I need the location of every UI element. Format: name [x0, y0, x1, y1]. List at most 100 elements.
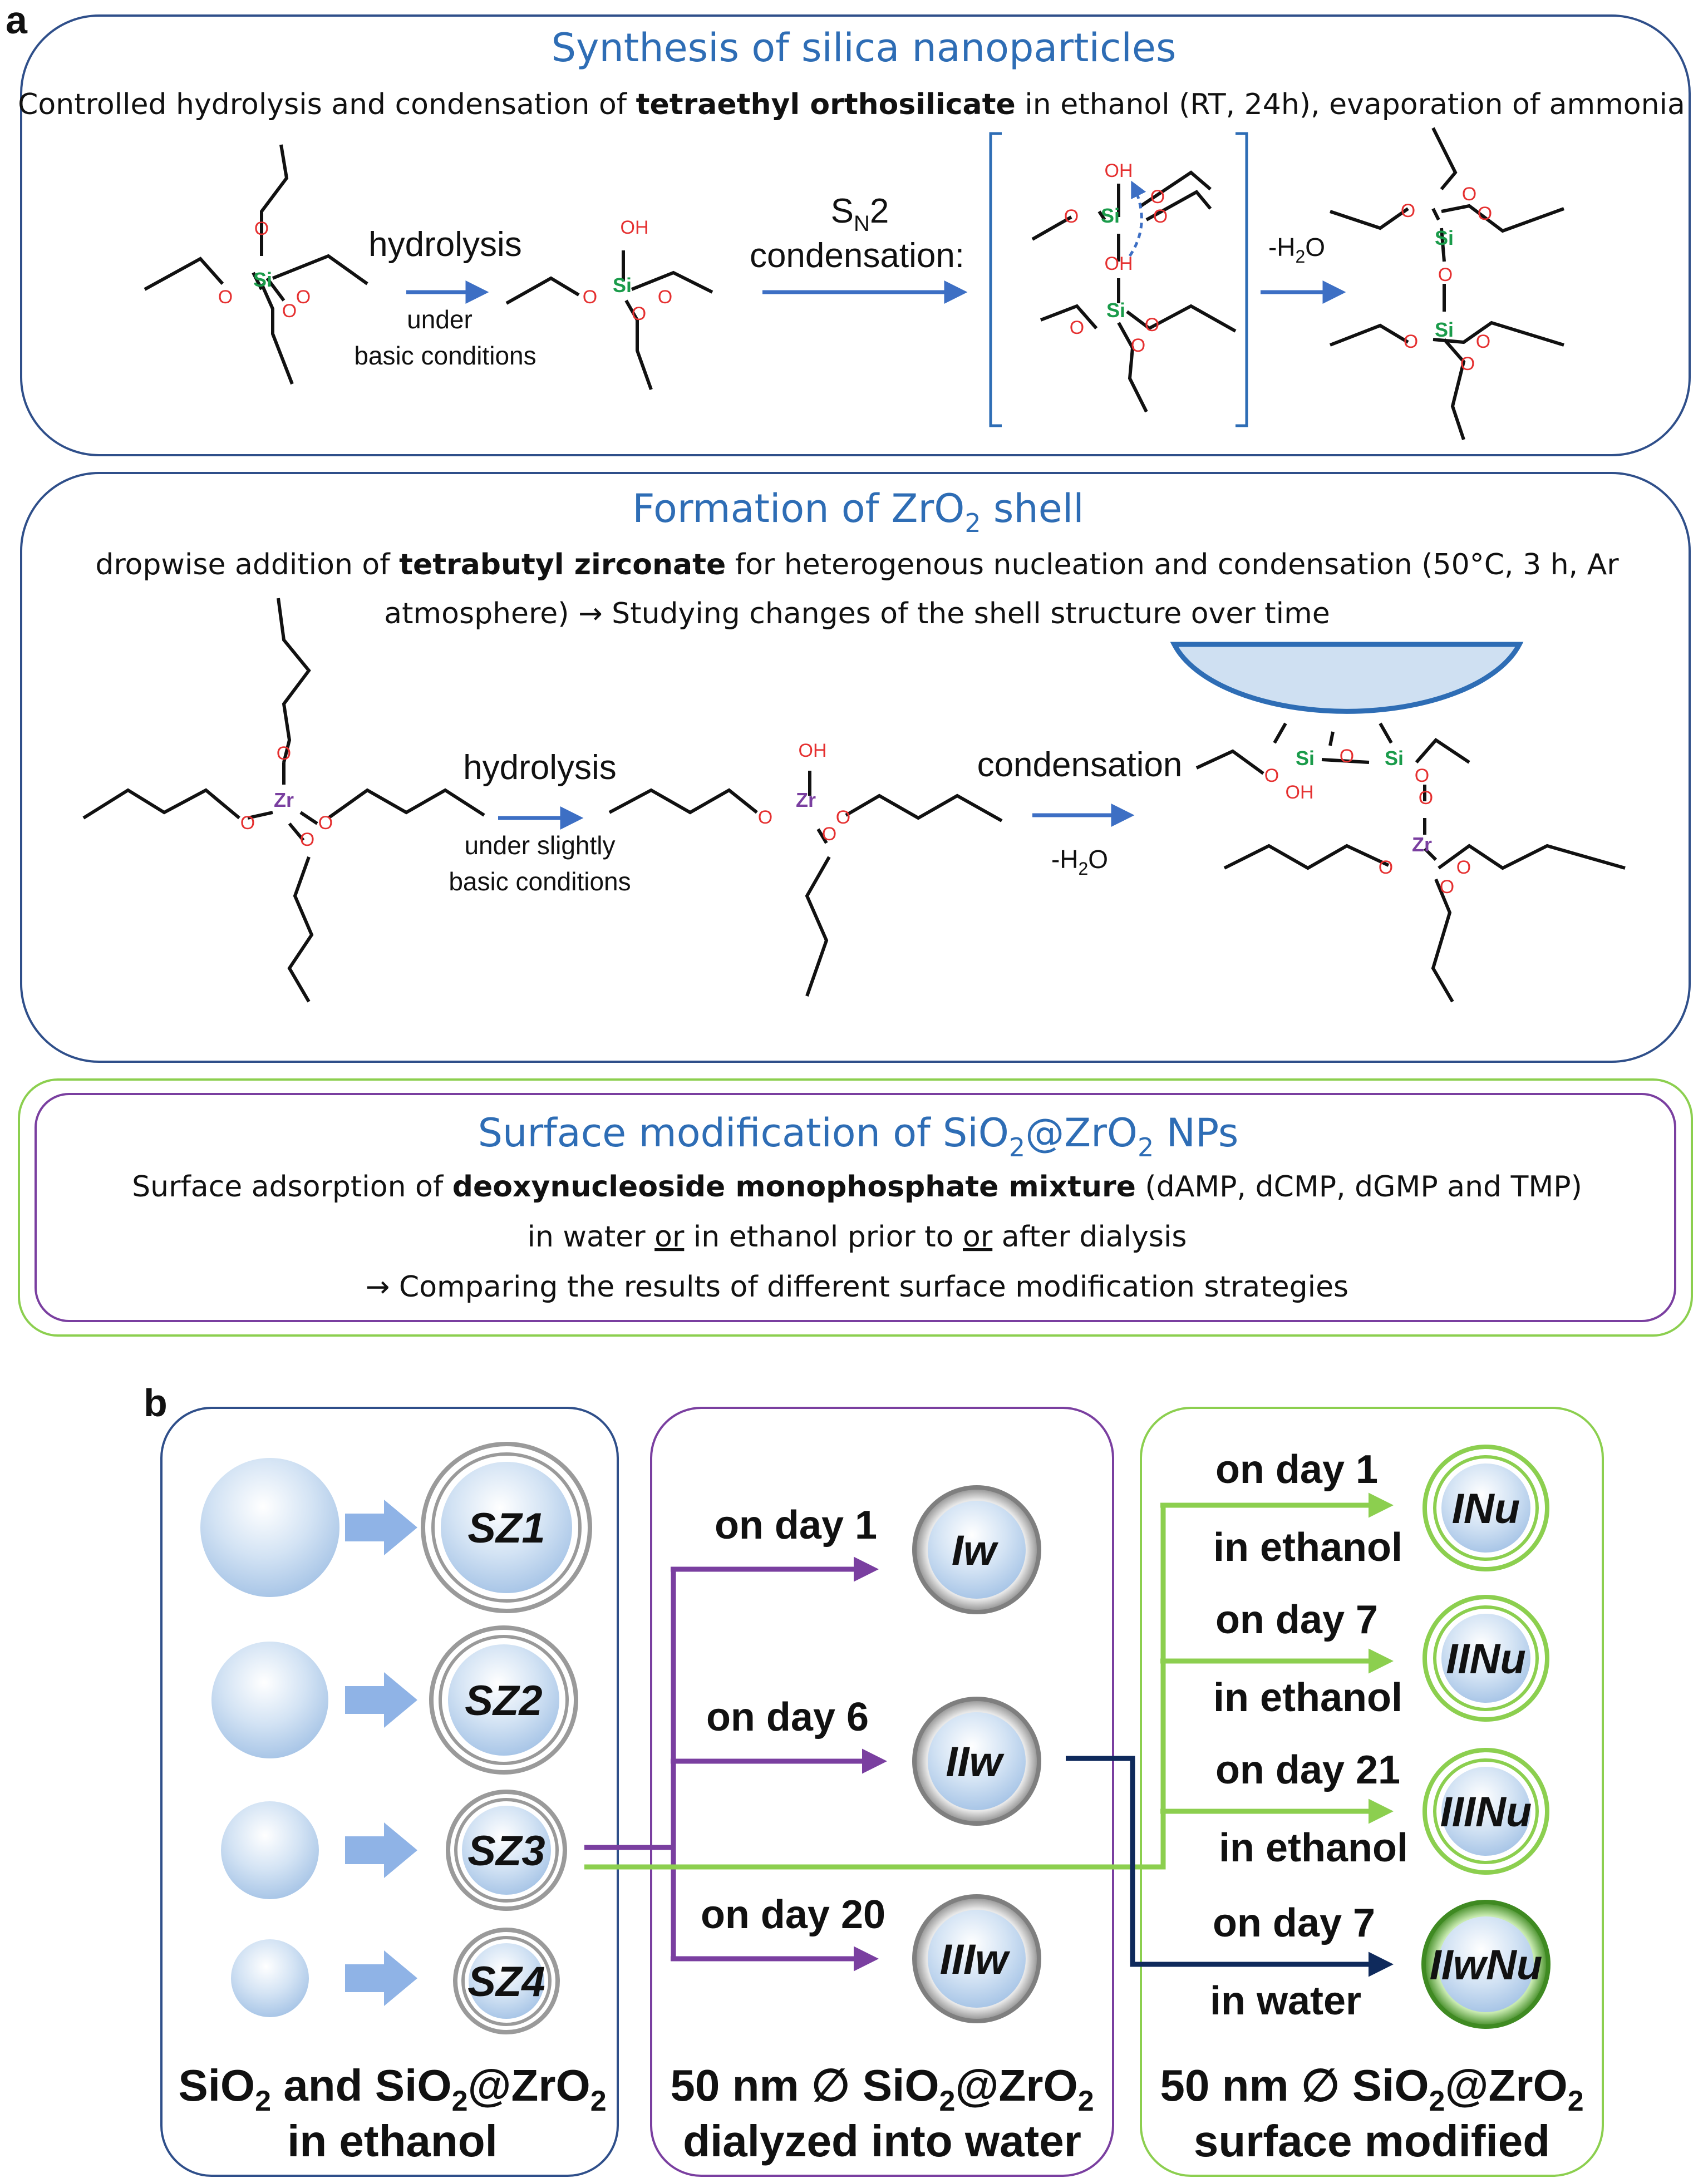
svg-text:O: O: [218, 287, 233, 308]
dialysis-arrows: [584, 1556, 887, 1972]
svg-text:O: O: [1460, 353, 1475, 374]
particle-sz4: SZ4: [467, 1958, 545, 2005]
col1-box: [160, 1407, 619, 2177]
svg-text:Si: Si: [1106, 299, 1125, 322]
col2-footer-line1: 50 nm ∅ SiO2@ZrO2: [670, 2061, 1094, 2117]
silica-surface: [1170, 642, 1524, 714]
col1-footer-line1: SiO2 and SiO2@ZrO2: [178, 2061, 606, 2117]
svg-text:O: O: [1401, 200, 1415, 221]
svg-text:O: O: [240, 812, 255, 834]
svg-text:O: O: [822, 824, 836, 845]
svg-text:O: O: [836, 807, 850, 828]
col3-label-day1: on day 1: [1215, 1447, 1378, 1492]
box1-description: Controlled hydrolysis and condensation o…: [18, 88, 1685, 121]
box3-line2: in water or in ethanol prior to or after…: [528, 1220, 1187, 1254]
col2-footer-line2: dialyzed into water: [683, 2116, 1081, 2166]
svg-text:O: O: [1064, 206, 1079, 227]
condensation-label-2: condensation: [977, 746, 1183, 784]
box3-line1: Surface adsorption of deoxynucleoside mo…: [132, 1170, 1582, 1204]
svg-text:O: O: [1404, 331, 1418, 352]
ethanol-modification-arrows: [584, 1492, 1394, 1870]
col2-box: [650, 1407, 1114, 2177]
col1-footer-line2: in ethanol: [287, 2116, 498, 2166]
box1-title: Synthesis of silica nanoparticles: [552, 25, 1177, 71]
svg-text:Si: Si: [1435, 226, 1454, 249]
svg-text:O: O: [1340, 746, 1354, 767]
svg-text:O: O: [1131, 335, 1145, 356]
box-surface-modification-inner: [35, 1093, 1676, 1322]
col1-particles: [200, 1442, 592, 2034]
col3-label-ethanol1: in ethanol: [1213, 1525, 1402, 1570]
svg-text:OH: OH: [1105, 253, 1133, 274]
col2-label-day1: on day 1: [715, 1503, 877, 1548]
particle-sz3: SZ3: [467, 1827, 545, 1875]
svg-text:O: O: [658, 287, 672, 308]
under-label: under: [407, 305, 472, 334]
col3-footer-line2: surface modified: [1194, 2116, 1550, 2166]
svg-text:O: O: [1462, 184, 1476, 205]
box-silica-synthesis: [20, 14, 1691, 456]
particle-sz2: SZ2: [465, 1677, 542, 1724]
svg-text:Si: Si: [1385, 747, 1404, 770]
svg-text:O: O: [1153, 206, 1168, 227]
svg-text:OH: OH: [1286, 782, 1314, 803]
svg-text:OH: OH: [621, 217, 649, 238]
svg-text:O: O: [300, 829, 314, 850]
svg-text:OH: OH: [1105, 160, 1133, 181]
panel-b-letter: b: [144, 1381, 168, 1425]
svg-text:O: O: [1264, 765, 1279, 786]
silanol-molecule: O O O OH Si: [505, 217, 713, 391]
svg-text:OH: OH: [799, 740, 827, 761]
svg-text:O: O: [1419, 787, 1433, 809]
particle-iiw: IIw: [946, 1738, 1005, 1786]
particle-iinu: IINu: [1446, 1635, 1526, 1683]
svg-text:O: O: [1476, 331, 1490, 352]
svg-text:O: O: [1415, 765, 1429, 786]
minus-h2o-label-2: -H2O: [1051, 845, 1108, 879]
box-surface-modification-outer: [18, 1078, 1693, 1337]
transition-state: O Si OH O O OH Si O O O: [1031, 160, 1237, 413]
svg-text:O: O: [1478, 203, 1492, 224]
tbz-molecule: O O Zr O O: [82, 598, 485, 1003]
panel-a-letter: a: [6, 0, 28, 42]
svg-text:O: O: [318, 812, 333, 834]
svg-text:Zr: Zr: [1412, 833, 1432, 856]
silica-core-2: [211, 1642, 328, 1758]
svg-text:O: O: [254, 218, 269, 239]
svg-text:Si: Si: [1435, 318, 1454, 341]
svg-text:O: O: [282, 300, 297, 322]
svg-text:O: O: [758, 807, 772, 828]
col3-label-day7: on day 7: [1215, 1598, 1378, 1642]
svg-text:O: O: [632, 303, 646, 324]
svg-text:Si: Si: [1101, 204, 1120, 227]
col3-footer-line1: 50 nm ∅ SiO2@ZrO2: [1160, 2061, 1583, 2117]
col2-label-day20: on day 20: [701, 1893, 885, 1937]
disiloxane-product: O O O Si O Si O O O: [1329, 127, 1565, 440]
under-slightly-label: under slightly: [464, 831, 615, 860]
block-arrow-4: [345, 1950, 417, 2006]
svg-text:Si: Si: [613, 274, 632, 297]
svg-text:O: O: [296, 287, 311, 308]
teos-molecule: O O O O Si: [144, 144, 368, 385]
svg-text:O: O: [1070, 317, 1084, 338]
col3-label-ethanol3: in ethanol: [1219, 1826, 1408, 1870]
particle-sz1: SZ1: [467, 1505, 545, 1552]
condensation-label-1: condensation:: [750, 236, 964, 275]
particle-iiinu: IIINu: [1440, 1788, 1532, 1836]
basic-conditions-label: basic conditions: [354, 341, 536, 370]
svg-text:O: O: [1379, 857, 1393, 878]
svg-text:O: O: [1145, 314, 1159, 336]
svg-text:O: O: [1150, 186, 1165, 208]
box3-title: Surface modification of SiO2@ZrO2 NPs: [478, 1110, 1239, 1162]
col3-particles: [1421, 1445, 1551, 2029]
grafted-zirconate: Si O OH O Si O O Zr O O O: [1195, 722, 1626, 1003]
svg-text:O: O: [277, 743, 291, 764]
minus-h2o-label-1: -H2O: [1268, 233, 1325, 267]
svg-text:O: O: [583, 287, 597, 308]
svg-text:O: O: [1438, 264, 1453, 285]
col3-label-day7-water: on day 7: [1213, 1901, 1375, 1945]
block-arrow-2: [345, 1672, 417, 1728]
basic-conditions-label-2: basic conditions: [449, 867, 631, 896]
silica-core-3: [221, 1801, 319, 1899]
